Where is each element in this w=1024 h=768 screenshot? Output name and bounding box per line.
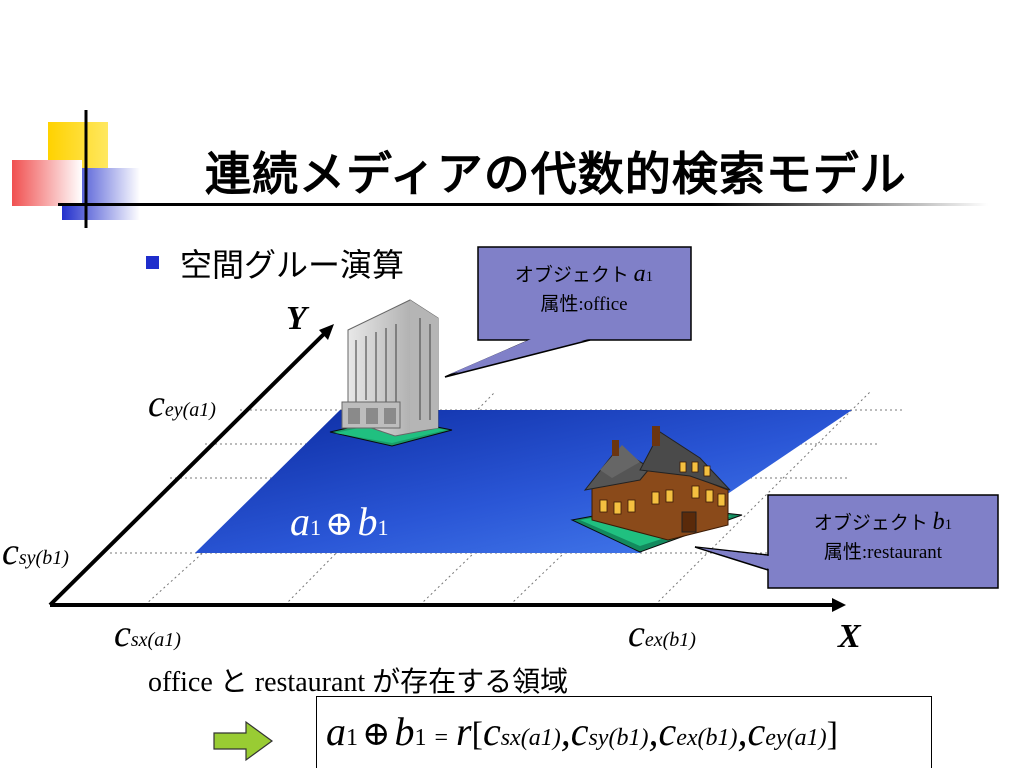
title-underline: [58, 203, 988, 206]
region-label: a1 ⊕ b1: [290, 499, 389, 544]
page-title: 連続メディアの代数的検索モデル: [205, 147, 907, 201]
bullet-marker: [146, 256, 159, 269]
formula: a1 ⊕ b1 = r[csx(a1),csy(b1),cex(b1),cey(…: [326, 709, 838, 754]
axes: [48, 324, 846, 612]
formula-box: [316, 696, 932, 768]
callout-a-text: オブジェクト a1 属性:office: [514, 261, 654, 315]
restaurant-house-icon: [570, 426, 743, 553]
red-block: [12, 160, 82, 206]
office-building-icon: [329, 299, 453, 447]
x-axis-label: X: [838, 618, 861, 655]
y-axis-label: Y: [286, 300, 307, 337]
coord-sy-b1: csy(b1): [2, 531, 69, 573]
caption-text: office と restaurant が存在する領域: [148, 667, 569, 698]
callout-b-text: オブジェクト b1 属性:restaurant: [813, 509, 953, 563]
green-arrow-icon: [213, 720, 274, 762]
bullet-text: 空間グルー演算: [180, 246, 405, 284]
coord-ex-b1: cex(b1): [628, 613, 696, 655]
callout-a-shape: [444, 246, 692, 378]
title-decoration: [12, 110, 140, 228]
coord-sx-a1: csx(a1): [114, 613, 181, 655]
coord-ey-a1: cey(a1): [148, 383, 216, 425]
callout-b-shape: [694, 494, 999, 589]
